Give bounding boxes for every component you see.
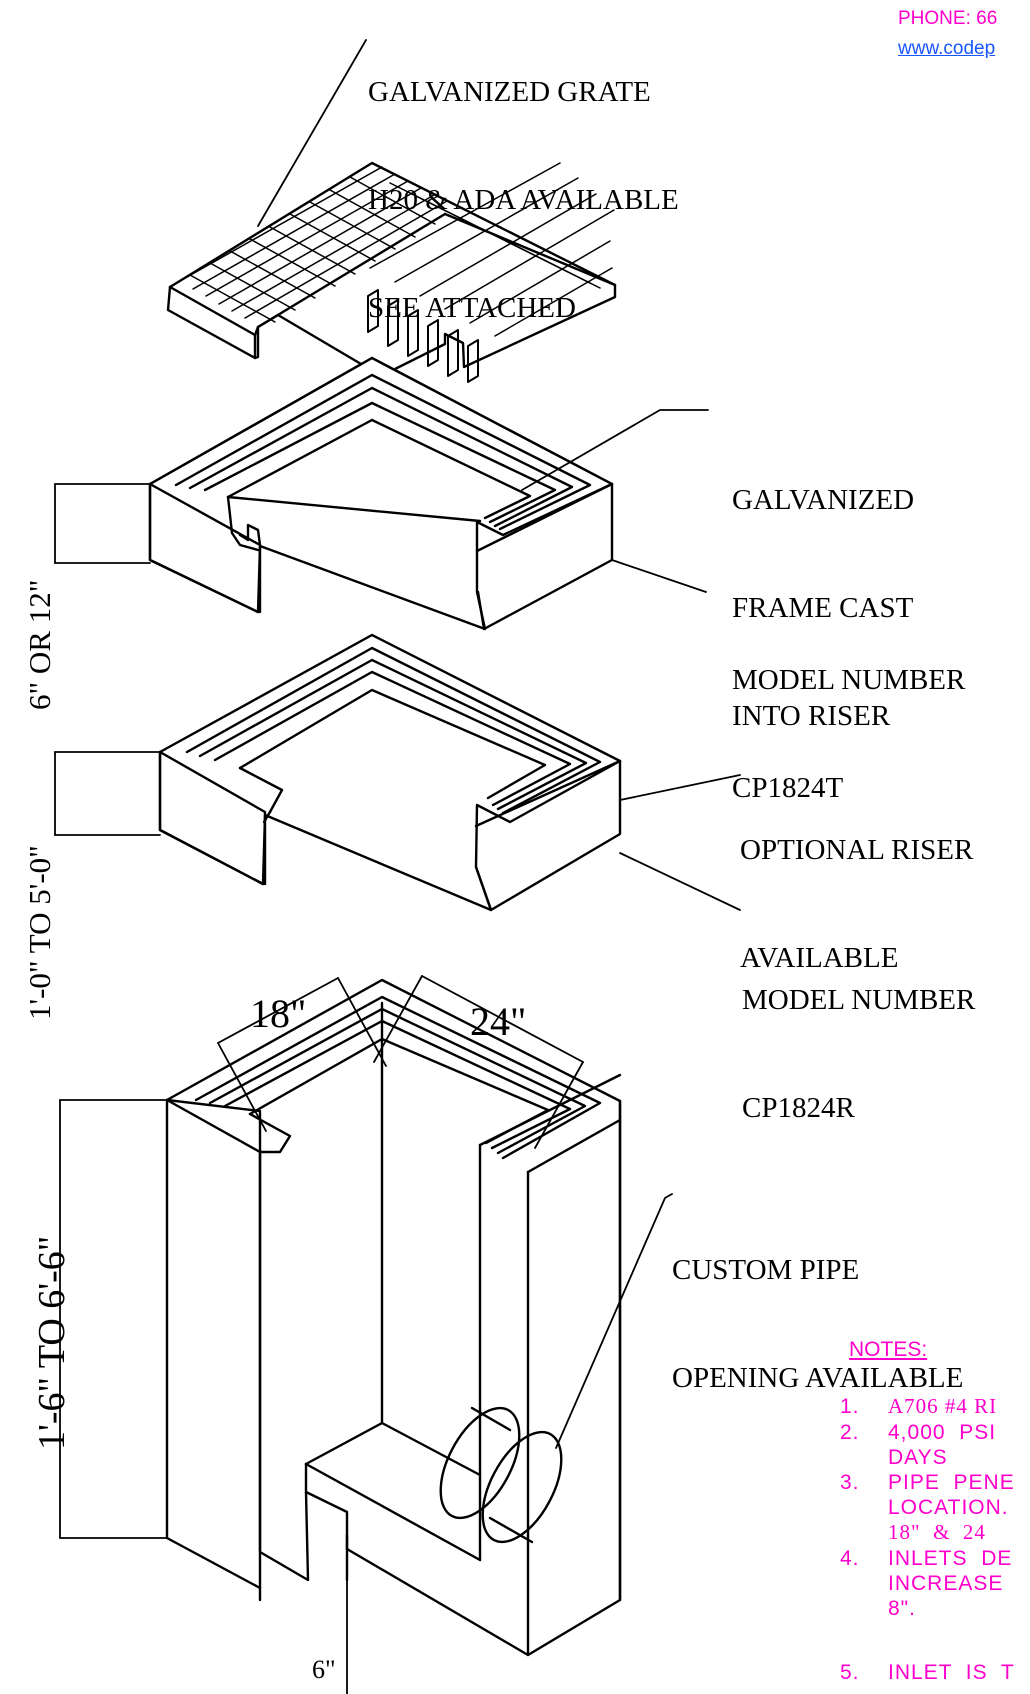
note-text: INLET IS T bbox=[888, 1661, 1015, 1684]
phone-number: PHONE: 66 bbox=[898, 8, 998, 29]
frame-leader bbox=[521, 409, 709, 491]
wall-label: 6" bbox=[312, 1655, 336, 1684]
top-frame-drawing bbox=[148, 356, 614, 631]
model-top-leader bbox=[611, 559, 707, 593]
base-height-dimension bbox=[59, 1099, 168, 1539]
note-number: 2. bbox=[840, 1421, 860, 1444]
note-text: 18" & 24 bbox=[888, 1520, 986, 1544]
riser-height-dimension bbox=[54, 751, 161, 836]
width-18-dimension bbox=[217, 977, 387, 1132]
model-top-line: CP1824T bbox=[732, 772, 844, 804]
model-riser-line: MODEL NUMBER bbox=[742, 984, 976, 1016]
riser-height-label: 1'-0" TO 5'-0" bbox=[22, 845, 57, 1020]
grate-callout-line: GALVANIZED GRATE bbox=[368, 76, 651, 108]
grate-callout-line: SEE ATTACHED bbox=[368, 292, 576, 324]
note-text: 8". bbox=[888, 1597, 916, 1620]
note-item: 4. INLETS DE bbox=[840, 1546, 1012, 1571]
grate-callout-line: H20 & ADA AVAILABLE bbox=[368, 184, 679, 216]
website-link[interactable]: www.codep bbox=[898, 38, 996, 59]
base-inlet-drawing bbox=[165, 978, 622, 1657]
pipe-callout: CUSTOM PIPE OPENING AVAILABLE bbox=[672, 1180, 963, 1432]
model-riser-leader bbox=[619, 852, 741, 911]
note-text: DAYS bbox=[888, 1446, 948, 1469]
width-24-label: 24" bbox=[470, 999, 527, 1044]
note-item-cont: LOCATION. bbox=[840, 1495, 1009, 1520]
top-height-dimension bbox=[54, 483, 151, 564]
note-item-cont: DAYS bbox=[840, 1445, 948, 1470]
note-item-cont: 8". bbox=[840, 1596, 916, 1621]
frame-callout-line: GALVANIZED bbox=[732, 484, 915, 516]
model-top-line: MODEL NUMBER bbox=[732, 664, 966, 696]
model-top-callout: MODEL NUMBER CP1824T bbox=[732, 590, 965, 842]
width-18-label: 18" bbox=[250, 991, 307, 1036]
frame-callout-line: FRAME CAST bbox=[732, 592, 914, 624]
note-text: LOCATION. bbox=[888, 1496, 1009, 1519]
pipe-leader bbox=[555, 1193, 673, 1449]
frame-callout-line: INTO RISER bbox=[732, 700, 891, 732]
top-height-label: 6" OR 12" bbox=[22, 579, 57, 710]
note-number: 5. bbox=[840, 1661, 860, 1684]
note-item: 1. A706 #4 RI bbox=[840, 1394, 997, 1419]
base-height-label: 1'-6" TO 6'-6" bbox=[31, 1235, 73, 1450]
notes-title: NOTES: bbox=[849, 1338, 928, 1361]
note-number: 4. bbox=[840, 1547, 860, 1570]
grate-drawing bbox=[166, 161, 617, 383]
note-text: 4,000 PSI bbox=[888, 1421, 997, 1444]
model-riser-line: CP1824R bbox=[742, 1092, 855, 1124]
note-text: A706 #4 RI bbox=[888, 1394, 998, 1418]
note-item-cont: 18" & 24 bbox=[840, 1520, 986, 1545]
note-number: 1. bbox=[840, 1395, 860, 1418]
note-text: PIPE PENE bbox=[888, 1471, 1015, 1494]
note-item: 3. PIPE PENE bbox=[840, 1470, 1015, 1495]
riser-drawing bbox=[158, 633, 622, 912]
grate-callout: GALVANIZED GRATE H20 & ADA AVAILABLE SEE… bbox=[368, 2, 679, 362]
riser-callout-line: AVAILABLE bbox=[740, 942, 899, 974]
note-item-cont: INCREASE bbox=[840, 1571, 1003, 1596]
note-number: 3. bbox=[840, 1471, 860, 1494]
note-text: INCREASE bbox=[888, 1572, 1004, 1595]
pipe-callout-line: OPENING AVAILABLE bbox=[672, 1362, 964, 1394]
note-item: 2. 4,000 PSI bbox=[840, 1420, 996, 1445]
grate-leader bbox=[257, 39, 367, 227]
riser-callout-line: OPTIONAL RISER bbox=[740, 834, 974, 866]
pipe-callout-line: CUSTOM PIPE bbox=[672, 1254, 860, 1286]
riser-callout: OPTIONAL RISER AVAILABLE bbox=[740, 760, 973, 1012]
riser-leader bbox=[619, 774, 741, 801]
note-text: INLETS DE bbox=[888, 1547, 1013, 1570]
model-riser-callout: MODEL NUMBER CP1824R bbox=[742, 910, 975, 1162]
note-item: 5. INLET IS T bbox=[840, 1660, 1015, 1685]
frame-callout: GALVANIZED FRAME CAST INTO RISER bbox=[732, 410, 914, 770]
width-24-dimension bbox=[373, 975, 584, 1149]
